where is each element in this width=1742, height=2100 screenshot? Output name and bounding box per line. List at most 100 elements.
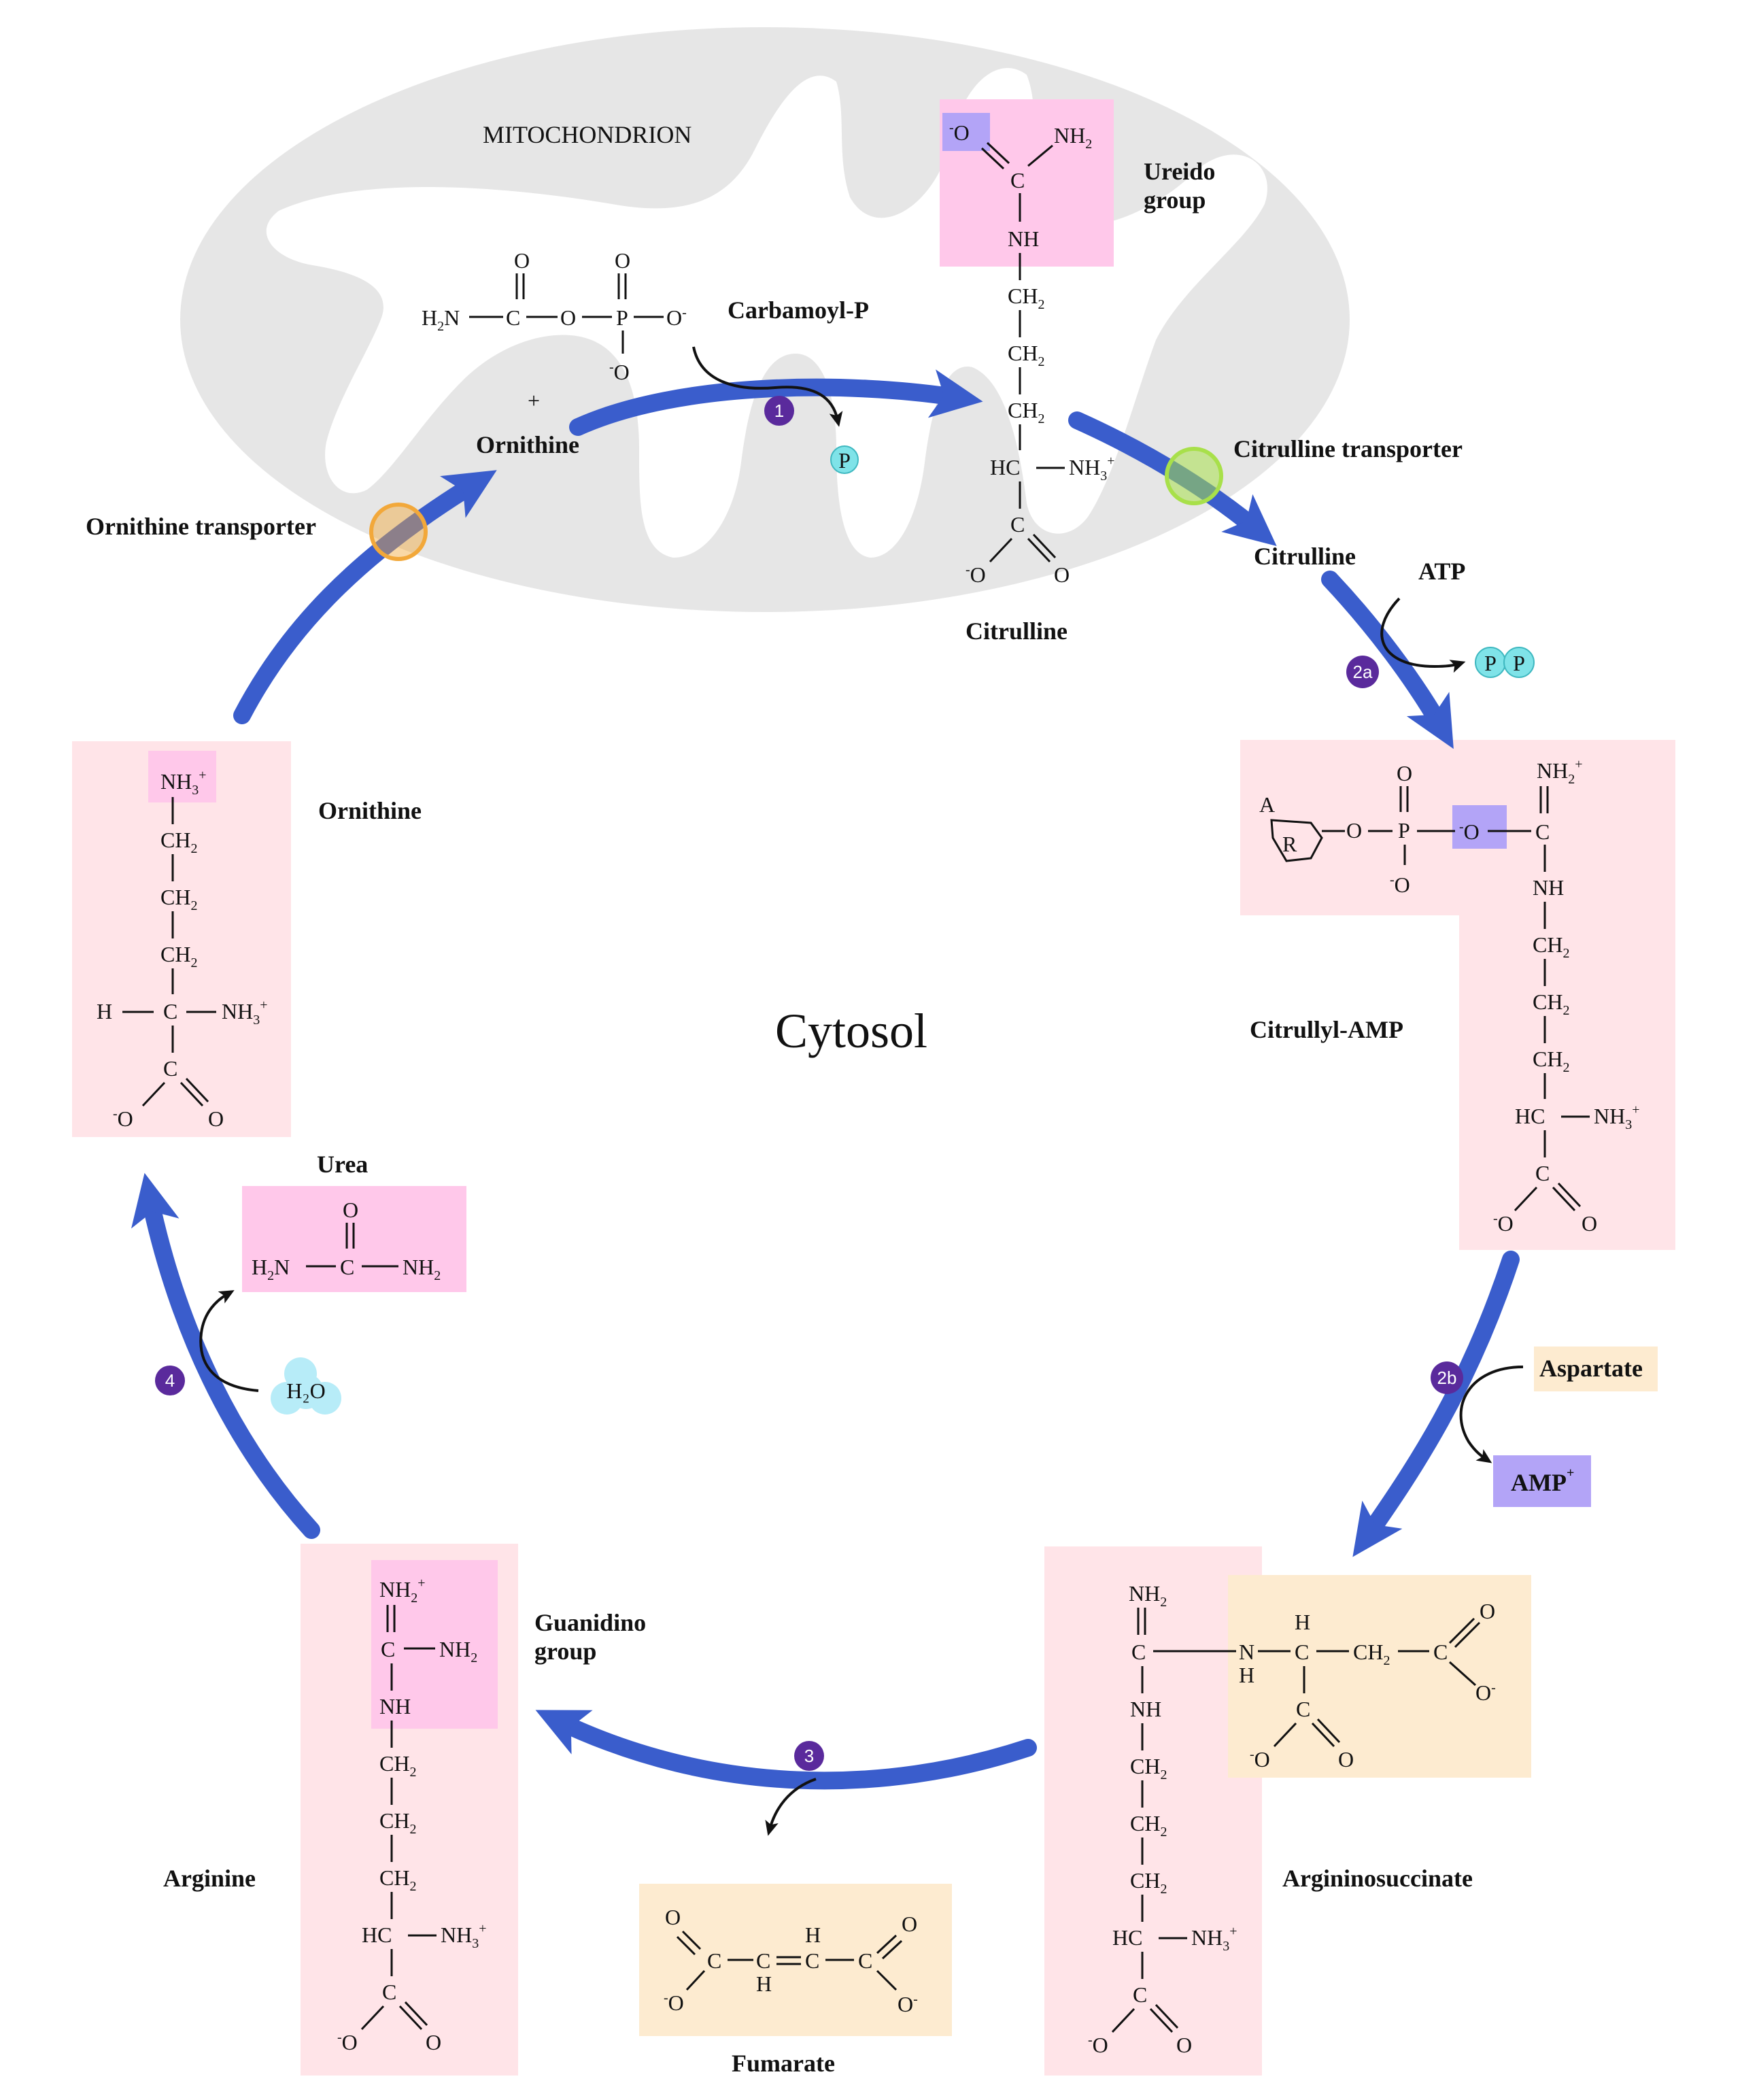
fumarate-label: Fumarate — [732, 2050, 835, 2077]
svg-text:C: C — [756, 1948, 770, 1973]
svg-text:H: H — [1239, 1663, 1254, 1687]
ureido-oxygen-highlight — [942, 113, 990, 151]
amp-box — [1493, 1455, 1591, 1507]
svg-text:HC: HC — [990, 455, 1020, 479]
side-arrow-carbamoyl-in — [692, 346, 843, 427]
ornithine-cyto-box — [72, 741, 291, 1137]
svg-text:P: P — [616, 305, 628, 330]
cycle-arrow-argininosuccinate-to-arginine — [535, 1710, 1037, 1790]
ureido-group-label-2: group — [1144, 186, 1206, 214]
guanidino-group-label-2: group — [534, 1638, 596, 1665]
svg-text:O: O — [1338, 1747, 1354, 1772]
ornithine-transporter — [369, 503, 428, 561]
svg-text:N: N — [1239, 1640, 1254, 1664]
svg-text:C: C — [381, 1637, 395, 1661]
ureido-group-label-1: Ureido — [1144, 158, 1215, 185]
svg-text:C: C — [1535, 1161, 1550, 1185]
aspartate-box — [1534, 1347, 1658, 1391]
svg-text:-O: -O — [1390, 873, 1410, 897]
ornithine-mito-label: Ornithine — [476, 431, 579, 458]
svg-text:C: C — [858, 1948, 872, 1973]
aspartate-label: Aspartate — [1539, 1355, 1643, 1382]
svg-text:C: C — [1296, 1697, 1310, 1721]
side-arrow-fumarate-out — [765, 1778, 817, 1836]
svg-text:O: O — [343, 1198, 358, 1222]
svg-text:-O: -O — [966, 562, 986, 587]
svg-text:H: H — [805, 1923, 821, 1947]
step-2a-label: 2a — [1353, 662, 1373, 682]
svg-text:O: O — [426, 2030, 441, 2054]
svg-text:C: C — [340, 1255, 354, 1279]
argininosuccinate-label: Argininosuccinate — [1282, 1865, 1473, 1892]
svg-text:C: C — [1010, 168, 1025, 192]
arginine-structure: NH2+ C NH2 NH CH2 CH2 CH2 HC NH3+ C -O O — [337, 1576, 487, 2054]
pyrophosphate-balls: P P — [1475, 647, 1535, 678]
svg-text:-O: -O — [1493, 1211, 1514, 1236]
svg-text:HC: HC — [1515, 1104, 1545, 1128]
side-arrow-water-urea — [199, 1290, 259, 1392]
svg-text:O: O — [1397, 761, 1412, 785]
cytosol-label: Cytosol — [775, 1004, 927, 1058]
svg-text:O: O — [208, 1106, 224, 1131]
svg-text:C: C — [805, 1948, 819, 1973]
citrulline-mito-label: Citrulline — [966, 617, 1068, 645]
guanidino-group-label-1: Guanidino — [534, 1609, 646, 1636]
svg-text:HC: HC — [1112, 1925, 1142, 1950]
cycle-arrows — [131, 369, 1520, 1790]
svg-text:C: C — [1535, 819, 1550, 844]
step-1: 1 — [764, 396, 794, 426]
amp-label: AMP+ — [1511, 1466, 1574, 1496]
step-2a: 2a — [1346, 656, 1379, 688]
svg-text:O: O — [1054, 562, 1070, 587]
svg-text:NH: NH — [379, 1694, 411, 1718]
succinate-part-box — [1228, 1575, 1531, 1778]
svg-text:CH2: CH2 — [1533, 1047, 1569, 1075]
svg-text:CH2: CH2 — [1008, 398, 1044, 426]
step-4-label: 4 — [165, 1370, 175, 1391]
pyrophosphate-label-2: P — [1513, 651, 1525, 675]
svg-text:-O: -O — [113, 1106, 133, 1131]
svg-text:C: C — [163, 999, 177, 1023]
svg-text:C: C — [163, 1056, 177, 1081]
step-2b: 2b — [1431, 1361, 1463, 1394]
citrulline-structure: -O NH2 C NH CH2 CH2 CH2 HC NH3+ C -O O — [949, 120, 1115, 587]
step-4: 4 — [155, 1366, 185, 1395]
svg-text:A: A — [1259, 792, 1275, 817]
citrulline-cyto-label: Citrulline — [1254, 543, 1356, 570]
svg-text:-O: -O — [1250, 1747, 1270, 1772]
side-arrows — [199, 346, 1524, 1836]
svg-text:-O: -O — [337, 2030, 358, 2054]
svg-text:O: O — [665, 1905, 681, 1929]
cycle-arrow-citrulline-to-citrullyl-amp — [1321, 571, 1454, 749]
svg-text:O: O — [560, 305, 576, 330]
water-molecule: H₂O — [271, 1357, 341, 1415]
svg-text:NH: NH — [1130, 1697, 1161, 1721]
svg-text:C: C — [1131, 1640, 1146, 1664]
citrullyl-amp-label: Citrullyl-AMP — [1250, 1016, 1403, 1043]
water-label: H₂O — [286, 1378, 325, 1403]
ornithine-amine-highlight — [148, 751, 216, 802]
svg-text:C: C — [1295, 1640, 1309, 1664]
svg-text:NH: NH — [1008, 226, 1039, 251]
svg-text:O: O — [615, 248, 630, 273]
argininosuccinate-box — [1044, 1546, 1262, 2076]
svg-text:P: P — [1398, 818, 1410, 843]
svg-text:H: H — [1295, 1610, 1310, 1634]
svg-text:-O: -O — [1459, 819, 1480, 844]
side-arrow-atp — [1380, 597, 1466, 673]
step-3: 3 — [794, 1741, 824, 1771]
svg-text:O: O — [514, 248, 530, 273]
svg-text:C: C — [1433, 1640, 1448, 1664]
svg-text:O-: O- — [1475, 1680, 1496, 1705]
svg-text:H: H — [97, 999, 112, 1023]
citrulline-transporter — [1165, 447, 1223, 505]
cycle-arrow-citrullyl-amp-to-argininosuccinate — [1352, 1251, 1520, 1557]
citrulline-transporter-label: Citrulline transporter — [1233, 435, 1463, 462]
ornithine-cyto-label: Ornithine — [318, 797, 422, 824]
svg-text:-O: -O — [664, 1991, 684, 2015]
atp-label: ATP — [1418, 558, 1465, 585]
plus-sign: + — [528, 388, 540, 413]
svg-text:C: C — [1133, 1982, 1147, 2007]
svg-text:-O: -O — [949, 120, 970, 145]
